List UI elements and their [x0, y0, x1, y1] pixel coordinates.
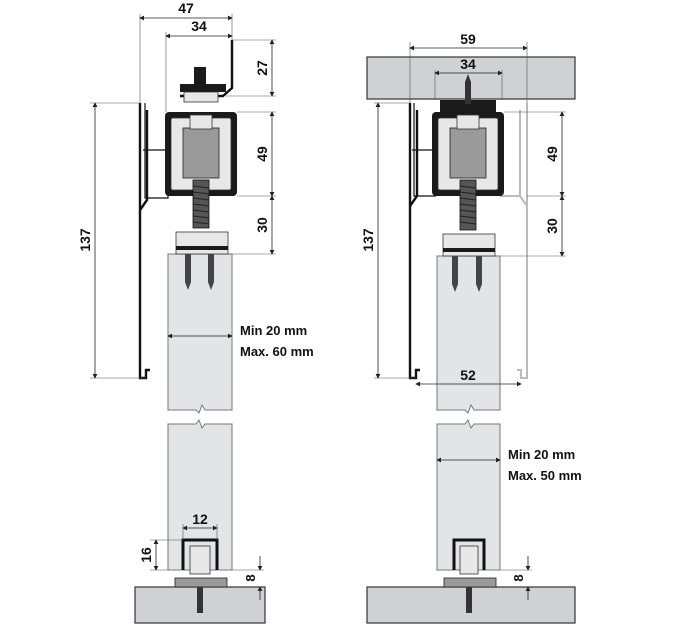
left-bracket-washer	[183, 91, 219, 103]
left-door-upper	[167, 253, 233, 414]
right-dim-total-height: 137	[360, 228, 376, 252]
right-dim-ceiling-width: 59	[460, 31, 476, 47]
left-dim-floor-clearance: 8	[243, 574, 258, 581]
left-floor-guide	[174, 538, 228, 613]
right-hanger-rod	[459, 179, 477, 231]
left-guide-screw	[197, 587, 203, 613]
right-roller	[449, 127, 487, 179]
right-dim-floor-clearance: 8	[511, 574, 526, 581]
left-dim-guide-height: 16	[138, 547, 154, 563]
left-dim-carriage-height: 49	[254, 146, 270, 162]
right-ceiling-screw	[465, 74, 471, 104]
left-dim-bracket-inner: 34	[191, 18, 207, 34]
right-wall-profile	[408, 103, 420, 380]
right-door-screws	[452, 256, 482, 292]
right-assembly: 59 34 49 30 137 52 Min 20 mm Max. 50 mm …	[360, 31, 582, 624]
right-mount-plate	[440, 100, 496, 112]
left-bracket-plate	[180, 84, 226, 92]
left-hanger-rod	[192, 179, 210, 229]
right-guide-pin	[459, 545, 479, 575]
right-hanger-plate	[442, 233, 496, 257]
left-hanger-plate-edge	[176, 246, 228, 250]
right-dim-carriage-height: 49	[544, 146, 560, 162]
right-door-lower	[436, 418, 501, 571]
right-dim-track-inner: 34	[460, 56, 476, 72]
left-door-screws	[185, 254, 214, 290]
left-guide-pin	[189, 545, 211, 575]
right-guide-screw	[466, 587, 472, 613]
left-roller-cap	[189, 114, 213, 130]
right-door-upper	[436, 255, 501, 414]
right-track-outline	[413, 103, 436, 197]
left-guide-base	[174, 577, 228, 588]
right-roller-cap	[456, 114, 480, 130]
left-dim-bracket-width: 47	[178, 0, 194, 16]
left-dim-guide-width: 12	[192, 511, 208, 527]
right-guide-base	[443, 577, 497, 588]
left-dim-total-height: 137	[77, 228, 93, 252]
left-door-thickness-min: Min 20 mm	[240, 323, 307, 338]
right-hanger-plate-edge	[443, 248, 495, 252]
left-bracket-bolt	[194, 67, 206, 85]
left-door-thickness-max: Max. 60 mm	[240, 344, 314, 359]
left-hanger-plate	[175, 231, 229, 255]
left-assembly: 47 34 27 49 30 137 Min 20 mm Max. 60 mm …	[77, 0, 314, 624]
left-dim-bracket-height: 27	[254, 60, 270, 76]
right-ghost-lip	[519, 110, 528, 207]
right-floor-guide	[443, 538, 497, 613]
right-door-thickness-max: Max. 50 mm	[508, 468, 582, 483]
left-dim-hanger-height: 30	[254, 217, 270, 233]
right-dim-hanger-height: 30	[544, 218, 560, 234]
right-ghost-profile	[517, 103, 528, 379]
right-door-thickness-min: Min 20 mm	[508, 447, 575, 462]
left-roller	[182, 127, 220, 179]
left-door-lower	[167, 418, 233, 571]
left-track-lip	[139, 110, 149, 211]
right-dim-door-bottom-width: 52	[460, 367, 476, 383]
